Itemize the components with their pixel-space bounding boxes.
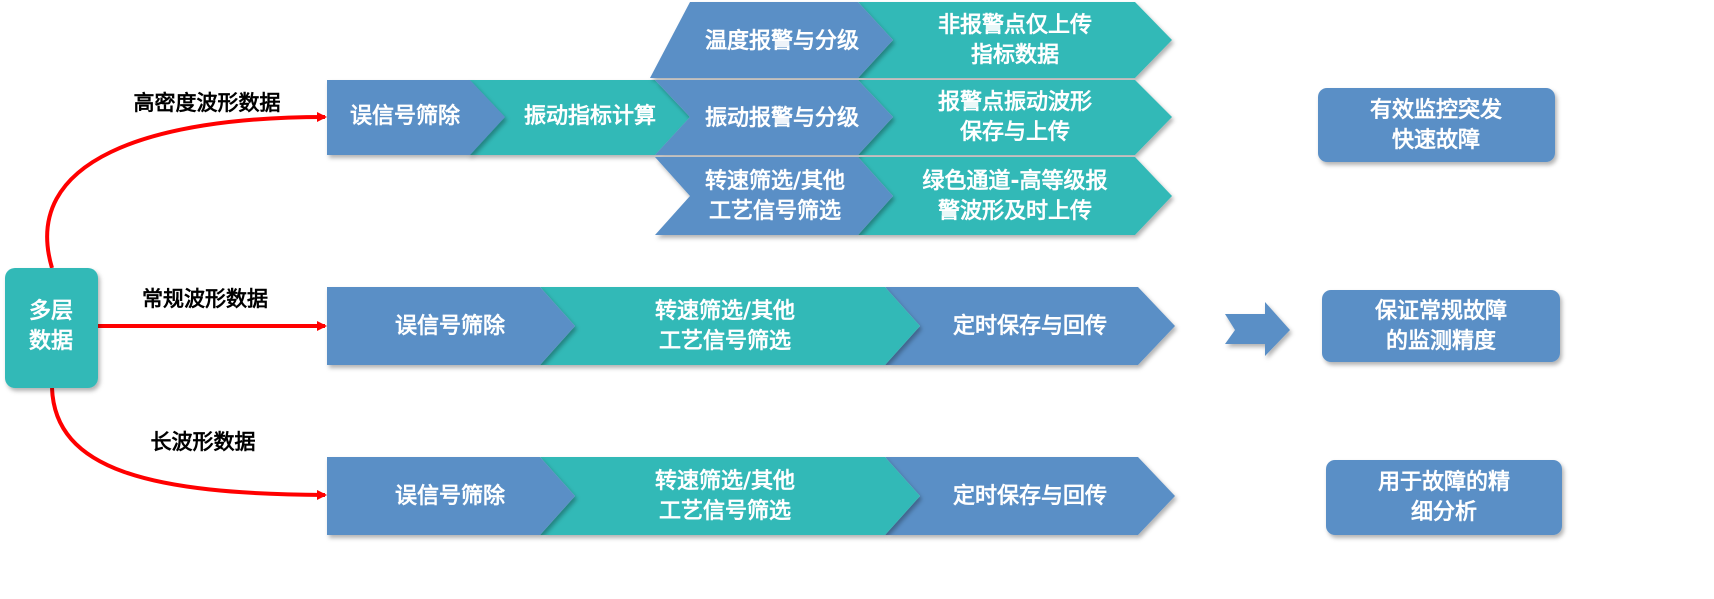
high-alarms: 温度报警与分级 振动报警与分级 转速筛选/其他 工艺信号筛选 — [650, 2, 893, 235]
step-label: 工艺信号筛选 — [659, 498, 791, 524]
result-box-regular-faults: 保证常规故障 的监测精度 — [1322, 290, 1560, 362]
normal-row: 误信号筛除 转速筛选/其他 工艺信号筛选 定时保存与回传 — [327, 287, 1175, 365]
arrow-long — [50, 387, 327, 500]
result-label: 细分析 — [1411, 499, 1477, 525]
result-label: 保证常规故障 — [1374, 298, 1507, 324]
arrow-high-density — [45, 112, 327, 269]
step-label: 振动指标计算 — [524, 103, 656, 129]
step-label: 转速筛选/其他 — [655, 468, 795, 494]
action-label: 绿色通道-高等级报 — [922, 168, 1107, 194]
result-box-sudden-faults: 有效监控突发 快速故障 — [1318, 88, 1555, 162]
step-label: 误信号筛除 — [395, 483, 506, 509]
step-label: 转速筛选/其他 — [655, 298, 795, 324]
branch-label-high-density: 高密度波形数据 — [134, 91, 281, 115]
source-label: 多层 — [29, 298, 73, 324]
alarm-label: 温度报警与分级 — [705, 28, 859, 54]
source-box-multilayer-data: 多层 数据 — [5, 268, 98, 388]
high-step-false-signal-filter: 误信号筛除 振动指标计算 — [327, 80, 690, 155]
action-label: 报警点振动波形 — [938, 89, 1092, 115]
long-row: 误信号筛除 转速筛选/其他 工艺信号筛选 定时保存与回传 — [327, 457, 1175, 535]
alarm-label: 转速筛选/其他 — [705, 168, 845, 194]
step-label: 误信号筛除 — [395, 313, 506, 339]
high-actions: 非报警点仅上传 指标数据 报警点振动波形 保存与上传 绿色通道-高等级报 警波形… — [858, 2, 1172, 235]
action-label: 警波形及时上传 — [937, 199, 1092, 224]
source-label: 数据 — [29, 328, 73, 354]
result-label: 的监测精度 — [1386, 328, 1497, 354]
action-label: 指标数据 — [971, 42, 1059, 68]
alarm-label: 工艺信号筛选 — [709, 198, 841, 224]
step-label: 定时保存与回传 — [953, 313, 1107, 339]
result-box-fine-analysis: 用于故障的精 细分析 — [1326, 460, 1562, 535]
branch-label-long: 长波形数据 — [151, 430, 256, 454]
branch-label-normal: 常规波形数据 — [142, 287, 268, 311]
action-label: 非报警点仅上传 — [938, 12, 1092, 38]
result-label: 有效监控突发 — [1370, 97, 1503, 123]
action-label: 保存与上传 — [959, 119, 1070, 145]
alarm-label: 振动报警与分级 — [705, 105, 859, 131]
result-label: 用于故障的精 — [1378, 469, 1510, 495]
block-arrow-icon — [1225, 302, 1290, 356]
step-label: 误信号筛除 — [350, 103, 461, 129]
step-label: 工艺信号筛选 — [659, 328, 791, 354]
step-label: 定时保存与回传 — [953, 483, 1107, 509]
result-label: 快速故障 — [1392, 127, 1480, 153]
